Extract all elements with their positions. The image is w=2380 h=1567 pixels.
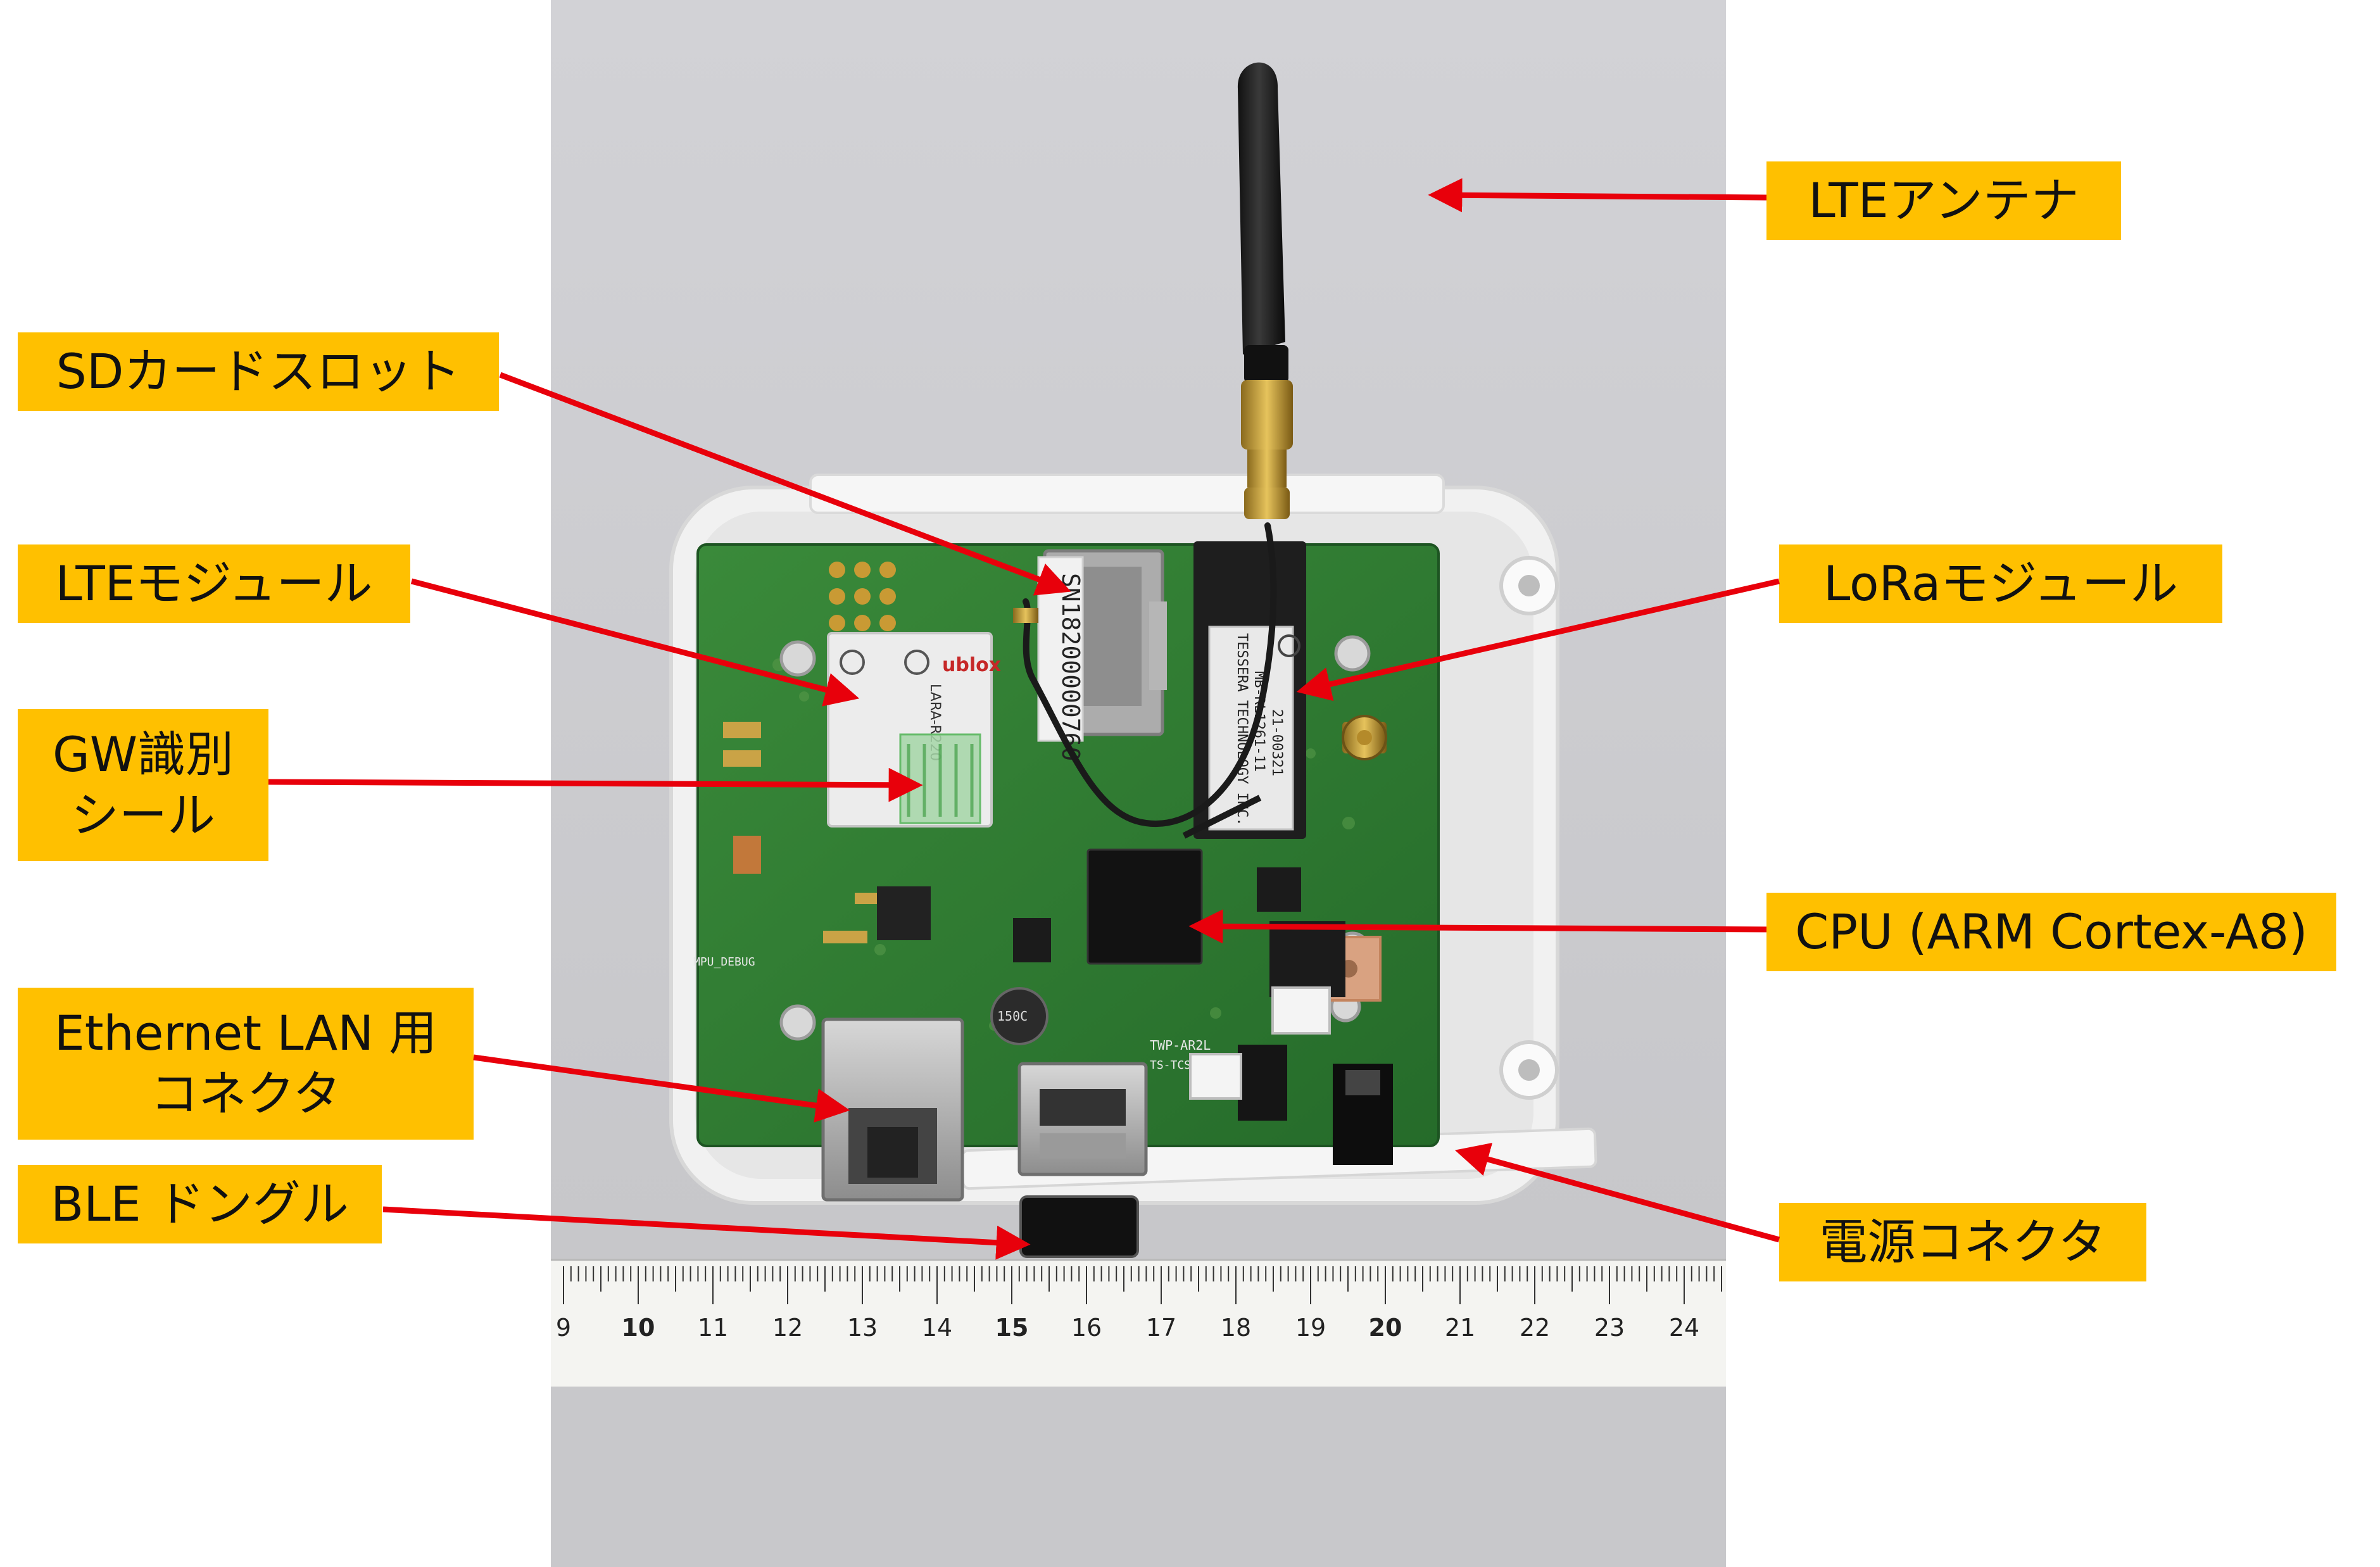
arrow-power-connector <box>1454 1142 1780 1243</box>
ruler-label: 20 <box>1369 1314 1402 1342</box>
arrow-gw-seal <box>268 767 923 802</box>
callout-ble-dongle: BLE ドングル <box>18 1165 382 1243</box>
lte-brand-text: ublox <box>942 654 1001 676</box>
arrow-ethernet <box>473 1054 850 1123</box>
callout-lte-antenna-text: LTEアンテナ <box>1808 172 2079 229</box>
arrow-lora-module <box>1296 578 1780 702</box>
ruler-label: 12 <box>772 1314 803 1342</box>
callout-ethernet-line1: Ethernet LAN 用 <box>54 1005 438 1061</box>
callout-lora-module-text: LoRaモジュール <box>1823 555 2178 612</box>
callout-lte-antenna: LTEアンテナ <box>1766 161 2121 240</box>
power-connector <box>1189 986 1393 1165</box>
callout-sd-card-slot-text: SDカードスロット <box>56 343 461 400</box>
ruler-label: 10 <box>622 1314 655 1342</box>
callout-lte-module-text: LTEモジュール <box>55 555 373 612</box>
usb-connector <box>1017 1062 1148 1176</box>
ruler-label: 16 <box>1071 1314 1102 1342</box>
callout-gw-seal-line2: シール <box>71 787 215 843</box>
ruler-ticks <box>563 1266 1722 1304</box>
ruler: 9 10 11 12 13 14 15 16 17 18 19 20 21 22 23 24 <box>551 1259 1726 1387</box>
ruler-label: 23 <box>1594 1314 1625 1342</box>
capacitor-text: 150C <box>997 1009 1028 1024</box>
arrow-lte-antenna <box>1428 178 1767 213</box>
callout-cpu: CPU (ARM Cortex-A8) <box>1766 893 2336 971</box>
ruler-label: 18 <box>1221 1314 1251 1342</box>
callout-lora-module: LoRaモジュール <box>1779 544 2222 623</box>
callout-sd-card-slot: SDカードスロット <box>18 332 499 411</box>
ruler-label: 17 <box>1146 1314 1176 1342</box>
cpu-chip <box>1086 848 1203 965</box>
arrow-sd-card-slot <box>499 372 1071 596</box>
capacitor: 150C <box>990 987 1048 1045</box>
mpu-debug-label: MPU_DEBUG <box>693 955 755 969</box>
ruler-label: 15 <box>995 1314 1029 1342</box>
callout-ethernet-line2: コネクタ <box>150 1066 341 1122</box>
ruler-label: 19 <box>1295 1314 1326 1342</box>
arrow-ble-dongle <box>382 1206 1031 1260</box>
board-label-1: TWP-AR2L <box>1150 1038 1211 1053</box>
gateway-photo: MPU_DEBUG TWP-AR2L TS-TCS07556 SN1820000… <box>551 0 1726 1567</box>
ruler-label: 22 <box>1520 1314 1550 1342</box>
lora-vendor-text: TESSERA TECHNOLOGY INC. <box>1234 633 1250 826</box>
callout-power-connector-text: 電源コネクタ <box>1819 1214 2106 1270</box>
callout-ble-dongle-text: BLE ドングル <box>51 1176 349 1232</box>
lora-code-text: 21-00321 <box>1269 709 1285 776</box>
callout-gw-seal: GW識別 シール <box>18 709 268 861</box>
ruler-labels: 9 10 11 12 13 14 15 16 17 18 19 20 21 22 23 24 <box>556 1314 1699 1342</box>
callout-cpu-text: CPU (ARM Cortex-A8) <box>1795 903 2308 960</box>
lower-backdrop <box>551 1387 1726 1567</box>
callout-lte-module: LTEモジュール <box>18 544 410 623</box>
ruler-label: 9 <box>556 1314 571 1342</box>
arrow-cpu <box>1188 909 1767 944</box>
ethernet-connector <box>821 1017 964 1202</box>
ruler-label: 14 <box>922 1314 952 1342</box>
lte-module: ublox LARA-R220 <box>827 632 1001 828</box>
ruler-label: 21 <box>1445 1314 1475 1342</box>
callout-ethernet: Ethernet LAN 用 コネクタ <box>18 988 474 1140</box>
lte-antenna <box>1013 62 1293 839</box>
ruler-label: 11 <box>698 1314 728 1342</box>
callout-gw-seal-line1: GW識別 <box>52 726 234 783</box>
ruler-label: 13 <box>847 1314 878 1342</box>
arrow-lte-module <box>410 578 860 707</box>
secondary-chip <box>1269 921 1345 997</box>
sma-connector <box>1342 715 1387 760</box>
callout-power-connector: 電源コネクタ <box>1779 1203 2146 1281</box>
ruler-label: 24 <box>1669 1314 1699 1342</box>
